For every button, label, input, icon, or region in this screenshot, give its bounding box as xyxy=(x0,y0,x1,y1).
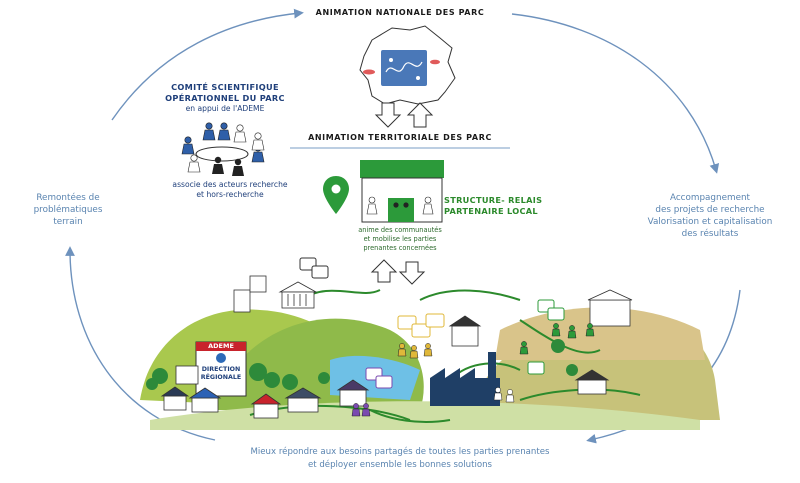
right-support-label: Accompagnement des projets de recherche … xyxy=(625,192,795,240)
ademe-sign-brand: ADEME xyxy=(208,342,234,350)
comite-line-1: COMITÉ SCIENTIFIQUE xyxy=(171,82,279,92)
ademe-sign-text: DIRECTION RÉGIONALE xyxy=(194,366,248,382)
right-line-1: Accompagnement xyxy=(669,193,751,203)
speech-bubbles xyxy=(299,257,565,389)
screen-panel xyxy=(381,50,427,86)
houses xyxy=(160,289,633,419)
structure-desc-1: anime des communautés xyxy=(358,226,442,234)
ademe-sign-line-2: RÉGIONALE xyxy=(200,374,242,381)
structure-desc-2: et mobilise les parties xyxy=(363,235,437,243)
comite-description: associe des acteurs recherche et hors-re… xyxy=(160,180,300,200)
territorial-animation-title: ANIMATION TERRITORIALE DES PARC xyxy=(308,133,492,142)
landscape xyxy=(140,289,720,430)
left-line-1: Remontées de xyxy=(36,193,100,203)
right-line-2: des projets de recherche xyxy=(655,205,765,215)
left-line-3: terrain xyxy=(53,217,83,227)
comite-desc-2: et hors-recherche xyxy=(196,190,264,199)
structure-relais-building xyxy=(323,160,444,285)
location-pin-icon xyxy=(323,176,349,214)
institution-building xyxy=(175,275,318,385)
comite-line-2: OPÉRATIONNEL DU PARC xyxy=(165,93,285,103)
structure-line-1: STRUCTURE- RELAIS xyxy=(444,195,543,205)
structure-description: anime des communautés et mobilise les pa… xyxy=(340,226,460,253)
structure-heading: STRUCTURE- RELAIS PARTENAIRE LOCAL xyxy=(444,195,564,217)
comite-line-3: en appui de l'ADEME xyxy=(185,104,265,113)
france-map xyxy=(359,25,456,105)
ademe-sign-line-1: DIRECTION xyxy=(201,366,241,373)
right-line-3: Valorisation et capitalisation xyxy=(647,217,773,227)
right-line-4: des résultats xyxy=(681,229,739,239)
exchange-arrows xyxy=(374,102,434,128)
comite-heading: COMITÉ SCIENTIFIQUE OPÉRATIONNEL DU PARC… xyxy=(155,82,295,114)
left-feedback-label: Remontées de problématiques terrain xyxy=(8,192,128,228)
left-line-2: problématiques xyxy=(33,205,103,215)
comite-people xyxy=(181,122,265,176)
cycle-arrow-top-left xyxy=(111,8,304,121)
comite-desc-1: associe des acteurs recherche xyxy=(172,180,288,189)
globe-icon xyxy=(216,353,226,363)
structure-desc-3: prenantes concernées xyxy=(363,244,437,252)
national-animation-title: ANIMATION NATIONALE DES PARC xyxy=(315,8,485,17)
trees xyxy=(146,339,578,390)
crowd-people xyxy=(351,323,595,417)
bottom-goal-label: Mieux répondre aux besoins partagés de t… xyxy=(180,446,620,472)
factory xyxy=(430,352,500,406)
bottom-line-2: et déployer ensemble les bonnes solution… xyxy=(307,460,493,470)
bottom-line-1: Mieux répondre aux besoins partagés de t… xyxy=(250,447,550,457)
structure-line-2: PARTENAIRE LOCAL xyxy=(444,206,538,216)
cycle-arrow-top-right xyxy=(511,13,720,174)
